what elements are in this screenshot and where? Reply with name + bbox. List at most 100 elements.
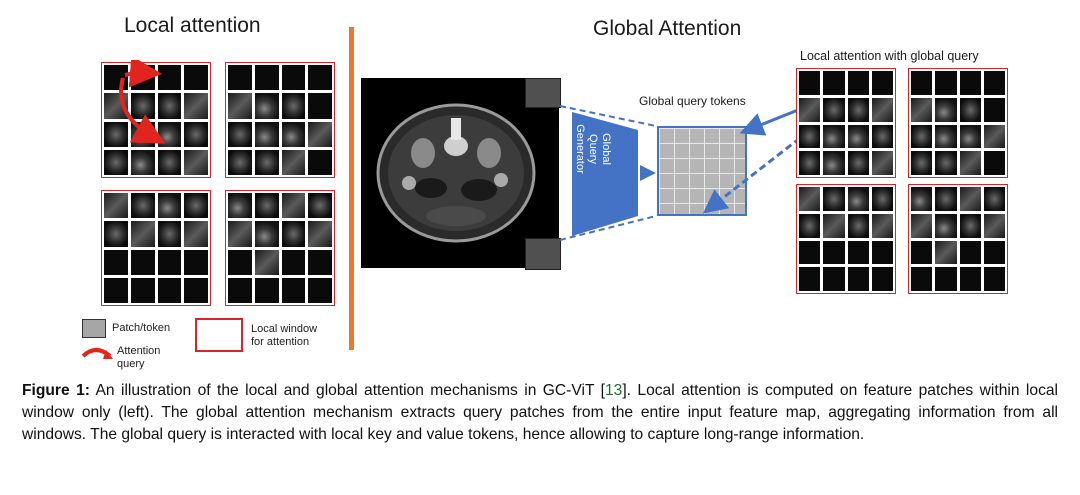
patch (254, 93, 279, 119)
patch (184, 149, 208, 175)
patch (935, 240, 957, 265)
patch (254, 277, 279, 303)
patch (847, 267, 869, 291)
corner-patch-bottom (525, 238, 561, 270)
patch (228, 65, 252, 91)
patch (911, 187, 933, 211)
patch (935, 124, 957, 149)
patch (104, 221, 128, 247)
patch (130, 193, 155, 219)
attention-query-arrows (119, 60, 166, 144)
patch (911, 267, 933, 291)
patch (157, 149, 182, 175)
patch (228, 93, 252, 119)
attention-query-legend-icon (81, 348, 113, 359)
patch (308, 221, 332, 247)
global-query-tokens-label: Global query tokens (639, 94, 746, 108)
patch (104, 193, 128, 219)
patch (823, 124, 845, 149)
patch (228, 277, 252, 303)
patch (911, 97, 933, 122)
patch (871, 240, 893, 265)
patch (308, 65, 332, 91)
caption-label: Figure 1: (22, 382, 90, 399)
section-divider (349, 27, 354, 350)
global-window-top-left (796, 68, 896, 178)
patch (254, 193, 279, 219)
local-window-top-right (225, 62, 335, 178)
global-attention-title: Global Attention (593, 17, 742, 40)
patch (184, 93, 208, 119)
patch (983, 97, 1005, 122)
patch (184, 65, 208, 91)
patch (959, 267, 981, 291)
global-query-token-grid (657, 126, 747, 216)
legend-attention-line2: query (117, 358, 145, 370)
patch (184, 249, 208, 275)
patch (281, 221, 306, 247)
patch (157, 277, 182, 303)
local-window-swatch (195, 318, 243, 352)
patch (130, 221, 155, 247)
patch (228, 249, 252, 275)
patch (104, 249, 128, 275)
patch (104, 149, 128, 175)
patch (184, 193, 208, 219)
figure-caption: Figure 1: An illustration of the local a… (22, 380, 1058, 446)
patch (281, 121, 306, 147)
patch (254, 65, 279, 91)
local-window-bottom-right (225, 190, 335, 306)
patch (847, 151, 869, 175)
legend-local-window-line2: for attention (251, 336, 310, 348)
patch (959, 213, 981, 238)
patch-token-swatch (82, 319, 106, 338)
patch (254, 221, 279, 247)
patch (799, 240, 821, 265)
patch (959, 71, 981, 95)
patch (823, 71, 845, 95)
patch (308, 93, 332, 119)
patch (959, 187, 981, 211)
patch (823, 97, 845, 122)
patch (799, 97, 821, 122)
patch (157, 65, 182, 91)
patch (911, 151, 933, 175)
patch (983, 71, 1005, 95)
legend-local-window-line1: Local window (251, 323, 318, 335)
patch (871, 267, 893, 291)
patch (281, 193, 306, 219)
patch (935, 213, 957, 238)
patch (911, 71, 933, 95)
patch (847, 240, 869, 265)
patch (308, 121, 332, 147)
patch (157, 193, 182, 219)
patch (823, 187, 845, 211)
patch (228, 221, 252, 247)
patch (184, 121, 208, 147)
patch (823, 213, 845, 238)
patch (130, 249, 155, 275)
patch (799, 187, 821, 211)
patch (184, 277, 208, 303)
patch (959, 124, 981, 149)
patch (935, 151, 957, 175)
patch (983, 124, 1005, 149)
patch (130, 149, 155, 175)
caption-reference[interactable]: 13 (604, 382, 623, 399)
caption-text-before-ref: An illustration of the local and global … (89, 382, 605, 399)
global-query-arrows (702, 108, 801, 214)
patch (799, 71, 821, 95)
global-window-top-right (908, 68, 1008, 178)
patch (281, 277, 306, 303)
patch (847, 71, 869, 95)
patch (847, 124, 869, 149)
patch (254, 249, 279, 275)
patch (847, 187, 869, 211)
patch (911, 213, 933, 238)
patch (799, 267, 821, 291)
patch (871, 151, 893, 175)
patch (847, 97, 869, 122)
patch (281, 249, 306, 275)
patch (911, 240, 933, 265)
ct-scan-image (361, 78, 559, 268)
